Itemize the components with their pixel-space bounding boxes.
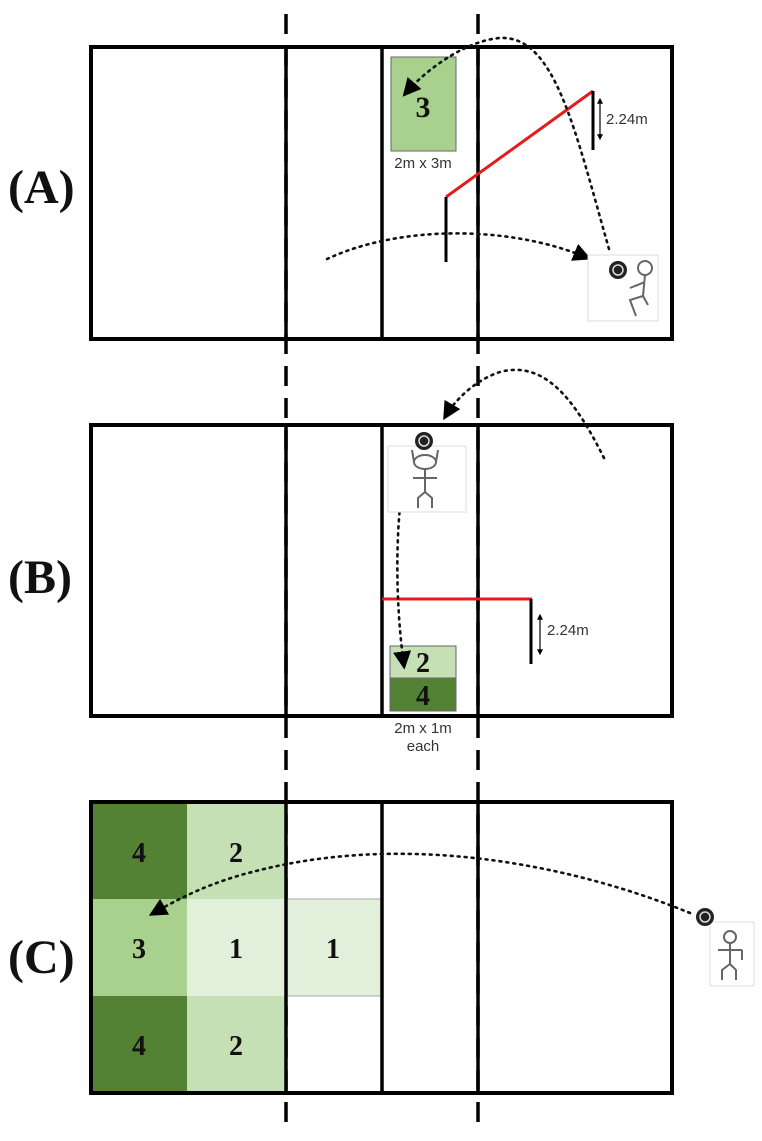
panel-a-target-zone-number: 3	[416, 91, 431, 124]
panel-c-player-icon	[696, 908, 755, 987]
panel-b: (B) 2 4 2m x 1m each 2.24m	[8, 368, 674, 755]
panel-c-zone-1-left-number: 1	[229, 934, 243, 965]
panel-b-set-trajectory	[393, 448, 412, 670]
panel-c-zone-1-left	[187, 899, 286, 996]
panel-b-label: (B)	[8, 551, 72, 604]
panel-b-zone-2-number: 2	[416, 648, 430, 679]
panel-a-ball-icon	[609, 261, 627, 279]
panel-a-rope	[445, 89, 594, 199]
panel-b-ball-icon	[415, 432, 433, 450]
panel-b-zone-4	[389, 677, 457, 712]
panel-b-zone-4-number: 4	[416, 681, 430, 712]
panel-a: (A) 3 2m x 3m 2.24m	[8, 36, 674, 341]
panel-c-label: (C)	[8, 931, 75, 984]
panel-a-rope-height: 2.24m	[606, 111, 648, 128]
panel-a-target-zone	[390, 56, 457, 152]
panel-c-zone-4-top-number: 4	[132, 838, 146, 869]
panel-a-label: (A)	[8, 161, 75, 214]
panel-b-rope-height: 2.24m	[547, 622, 589, 639]
panel-c-zone-4-bottom-number: 4	[132, 1031, 146, 1062]
panel-c-zone-3-number: 3	[132, 934, 146, 965]
panel-c-zone-2-top-number: 2	[229, 838, 243, 869]
panel-a-serve-trajectory	[402, 36, 611, 251]
panel-b-zone-size: 2m x 1m	[394, 720, 452, 737]
panel-c-zone-4-top	[91, 802, 187, 899]
panel-c-zone-3	[91, 899, 187, 996]
panel-c-zone-2-bottom	[187, 996, 286, 1093]
panel-c-zone-1-right-number: 1	[326, 934, 340, 965]
panel-c-zone-2-top	[187, 802, 286, 899]
panel-c-zone-1-right	[285, 898, 383, 997]
panel-c: (C) 4 2 3 1 1 4 2	[8, 800, 755, 1095]
panel-a-target-size: 2m x 3m	[394, 155, 452, 172]
panel-c-zone-4-bottom	[91, 996, 187, 1093]
panel-b-incoming-trajectory	[443, 368, 606, 460]
panel-c-zone-2-bottom-number: 2	[229, 1031, 243, 1062]
panel-b-player-icon	[387, 432, 467, 513]
panel-b-zone-size-each: each	[407, 738, 440, 755]
panel-a-toss-trajectory	[325, 232, 592, 261]
panel-a-player-icon	[587, 254, 659, 322]
panel-c-serve-trajectory	[148, 852, 692, 916]
panel-c-ball-icon	[696, 908, 714, 926]
